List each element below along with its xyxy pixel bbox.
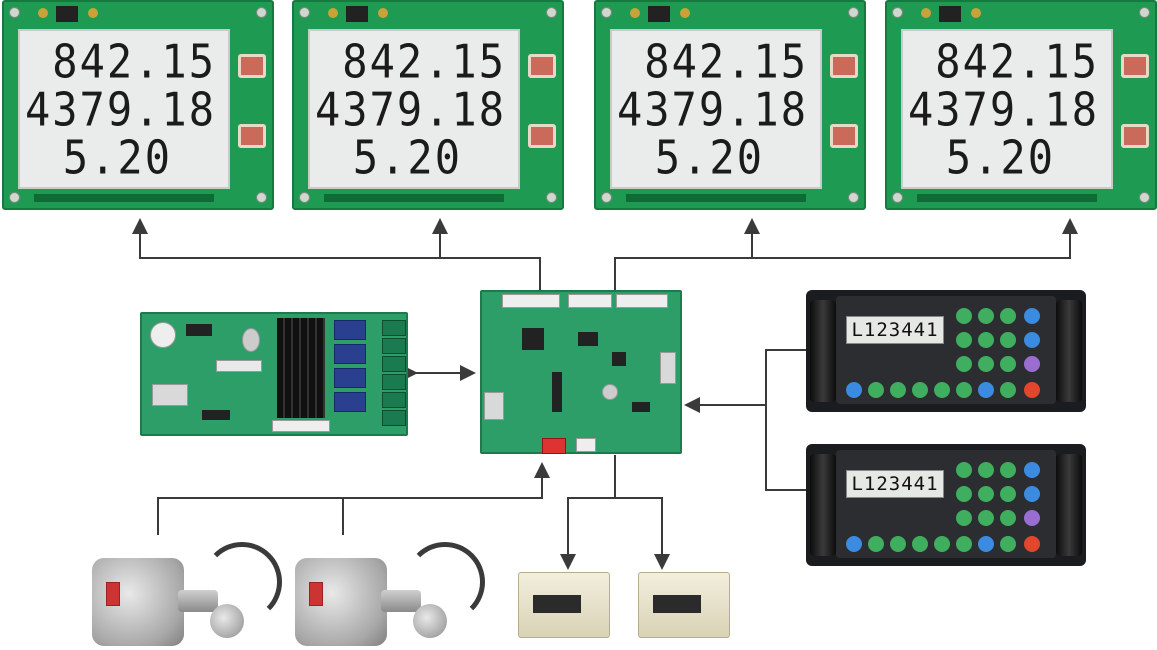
- link-keypads-main: [692, 349, 808, 491]
- lcd-amount: 842.15: [342, 34, 506, 89]
- lcd-amount: 842.15: [644, 34, 808, 89]
- keypad-terminal-1: L123441: [806, 290, 1086, 412]
- keypad-terminal-2: L123441: [806, 444, 1086, 566]
- flow-pulser-1: [92, 538, 282, 648]
- lcd-volume: 4379.18: [24, 82, 216, 137]
- mechanical-counter-2: [638, 572, 730, 638]
- lcd-screen: 842.15 4379.18 5.20: [901, 29, 1113, 189]
- power-relay-board: [140, 312, 408, 436]
- link-main-to-display-1: [132, 218, 541, 290]
- lcd-price: 5.20: [654, 130, 764, 185]
- lcd-price: 5.20: [62, 130, 172, 185]
- lcd-volume: 4379.18: [616, 82, 808, 137]
- lcd-volume: 4379.18: [314, 82, 506, 137]
- lcd-display-board-1: 842.15 4379.18 5.20: [2, 0, 274, 210]
- link-main-to-display-4: [614, 218, 1078, 290]
- lcd-amount: 842.15: [52, 34, 216, 89]
- mechanical-counter-1: [518, 572, 610, 638]
- lcd-display-board-4: 842.15 4379.18 5.20: [885, 0, 1157, 210]
- lcd-display-board-3: 842.15 4379.18 5.20: [594, 0, 866, 210]
- keypad-display: L123441: [846, 470, 944, 498]
- link-main-counters: [567, 455, 663, 560]
- lcd-amount: 842.15: [935, 34, 1099, 89]
- lcd-price: 5.20: [945, 130, 1055, 185]
- counter-window: [533, 595, 581, 613]
- lcd-screen: 842.15 4379.18 5.20: [610, 29, 822, 189]
- lcd-display-board-2: 842.15 4379.18 5.20: [292, 0, 564, 210]
- lcd-screen: 842.15 4379.18 5.20: [308, 29, 520, 189]
- lcd-screen: 842.15 4379.18 5.20: [18, 29, 230, 189]
- keypad-display: L123441: [846, 316, 944, 344]
- lcd-volume: 4379.18: [907, 82, 1099, 137]
- main-control-board: [480, 290, 682, 454]
- flow-pulser-2: [295, 538, 485, 648]
- link-pulsers-main: [157, 462, 550, 535]
- counter-window: [653, 595, 701, 613]
- lcd-price: 5.20: [352, 130, 462, 185]
